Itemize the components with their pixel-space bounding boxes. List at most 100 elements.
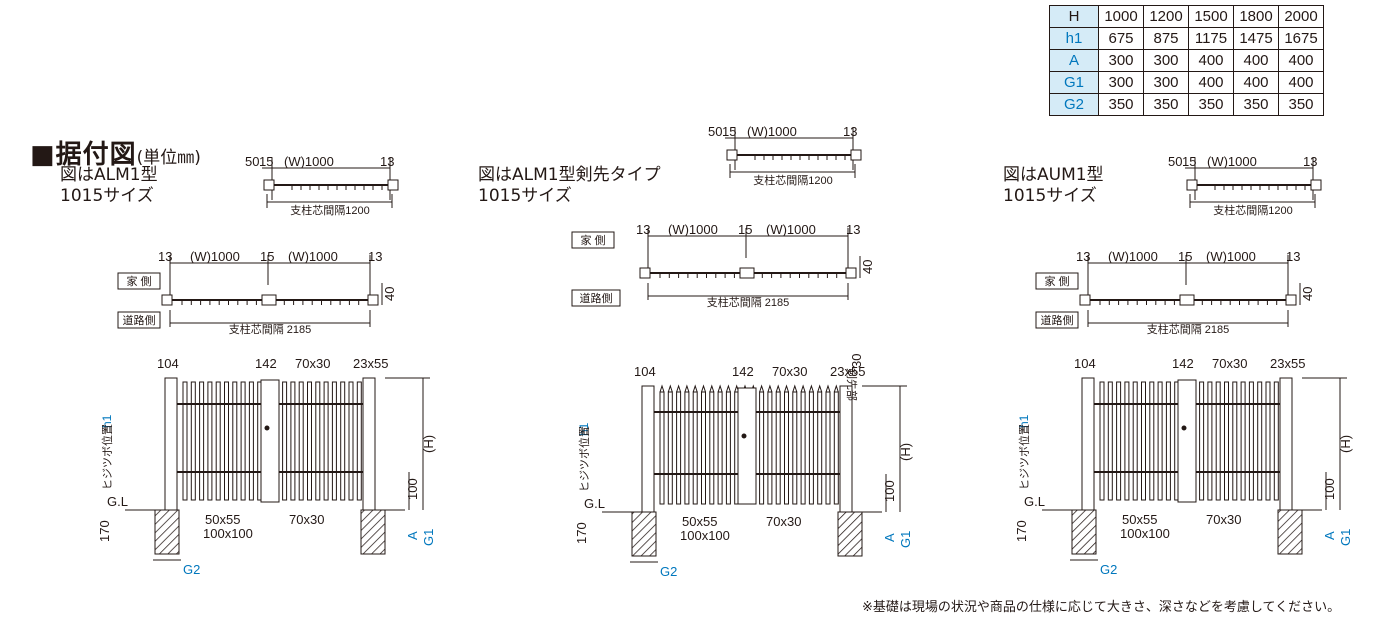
- dim-h1: h1: [1017, 414, 1031, 428]
- dim-13: 13: [636, 222, 650, 237]
- caption-right: 図はAUM1型 1015サイズ: [1003, 165, 1104, 207]
- gate-bar: [298, 381, 304, 501]
- gate-bar-spear: [667, 384, 673, 393]
- dim-h1: h1: [100, 414, 114, 428]
- gate-latch-stile: [260, 379, 280, 503]
- dim-170: 170: [574, 522, 589, 544]
- dim-70x30: 70x30: [295, 356, 330, 371]
- gate-bar: [684, 391, 690, 505]
- foundation-right: [837, 511, 863, 557]
- gate-latch-stile: [737, 387, 757, 505]
- dim-50x55: 50x55: [682, 514, 717, 529]
- gate-bar: [290, 381, 296, 501]
- gate-bar: [1141, 381, 1146, 501]
- dim-w1000: (W)1000: [288, 249, 338, 264]
- caption-left-model: 図はALM1型: [60, 165, 158, 185]
- table-cell: 1675: [1278, 27, 1324, 50]
- dim-100: 100: [882, 480, 897, 502]
- gate-bar: [1199, 381, 1205, 501]
- foundation-left: [631, 511, 657, 557]
- dim-70x30: 70x30: [772, 364, 807, 379]
- gate-bar-spear: [684, 384, 690, 393]
- gate-post: [639, 267, 651, 279]
- dim-40: 40: [1300, 287, 1315, 301]
- dim-50x55: 50x55: [205, 512, 240, 527]
- dim-h: (H): [421, 435, 436, 453]
- table-cell: 1500: [1188, 5, 1234, 28]
- gate-bar: [356, 381, 362, 501]
- gate-bar: [207, 381, 213, 501]
- gate-bar: [1099, 381, 1105, 501]
- dim-50: 50: [708, 124, 722, 139]
- gate-bar: [323, 381, 329, 501]
- gate-bar: [240, 381, 246, 501]
- caption-center-size: 1015サイズ: [478, 186, 572, 206]
- gate-bar: [659, 391, 665, 505]
- gate-bar: [775, 391, 781, 505]
- gate-bar: [1265, 381, 1271, 501]
- page-title-unit: (単位㎜): [136, 148, 201, 168]
- dim-h: (H): [1338, 435, 1353, 453]
- gate-latch-stile: [1177, 379, 1197, 503]
- gate-bar: [717, 391, 723, 505]
- label-road-side: 道路側: [580, 291, 613, 305]
- dim-142: 142: [732, 364, 754, 379]
- dim-100x100: 100x100: [203, 526, 253, 541]
- gate-bar-spear: [759, 384, 765, 393]
- dim-15: 15: [722, 124, 736, 139]
- dim-15: 15: [738, 222, 752, 237]
- dim-gl: G.L: [1024, 494, 1045, 509]
- footnote: ※基礎は現場の状況や商品の仕様に応じて大きさ、深さなどを考慮してください。: [862, 600, 1341, 615]
- dim-100: 100: [405, 478, 420, 500]
- gate-lock: [264, 425, 270, 431]
- gate-bar: [792, 391, 798, 505]
- dim-hinge-position: ヒジツボ位置: [1017, 424, 1031, 490]
- dim-w1000: (W)1000: [766, 222, 816, 237]
- dim-142: 142: [255, 356, 277, 371]
- table-cell: 875: [1143, 27, 1189, 50]
- gate-bar-spear: [817, 384, 823, 393]
- dim-13: 13: [368, 249, 382, 264]
- gate-post-left: [641, 385, 655, 513]
- gate-bar: [1273, 381, 1279, 501]
- gate-lock: [1181, 425, 1187, 431]
- table-row: h1 675 875 1175 1475 1675: [1049, 27, 1324, 50]
- gate-post: [1310, 179, 1322, 191]
- gate-bar: [692, 391, 698, 505]
- gate-post-left: [1081, 377, 1095, 511]
- gate-lock: [741, 433, 747, 439]
- table-cell: 300: [1143, 71, 1189, 94]
- dim-g2: G2: [660, 564, 677, 579]
- dim-100x100: 100x100: [680, 528, 730, 543]
- foundation-left: [1071, 509, 1097, 555]
- table-cell: 400: [1233, 49, 1279, 72]
- dimension-table: H 1000 1200 1500 1800 2000 h1 675 875 11…: [1049, 5, 1324, 116]
- label-road-side: 道路側: [123, 313, 156, 327]
- dim-h1: h1: [577, 422, 591, 436]
- gate-post-right: [839, 385, 853, 513]
- dim-a: A: [882, 533, 897, 542]
- dim-13: 13: [1076, 249, 1090, 264]
- dim-23x55: 23x55: [353, 356, 388, 371]
- page-title: ■据付図(単位㎜): [30, 134, 201, 171]
- dim-50: 50: [245, 154, 259, 169]
- gate-post: [1285, 294, 1297, 306]
- dim-g1: G1: [421, 529, 436, 546]
- label-house-side-box: [117, 272, 161, 290]
- dim-w1000: (W)1000: [1108, 249, 1158, 264]
- dim-g2: G2: [1100, 562, 1117, 577]
- dim-gl: G.L: [584, 496, 605, 511]
- table-cell: 300: [1098, 49, 1144, 72]
- dim-40: 40: [860, 260, 875, 274]
- table-cell: 400: [1233, 71, 1279, 94]
- gate-bar: [825, 391, 831, 505]
- dim-13: 13: [1286, 249, 1300, 264]
- dim-w1000: (W)1000: [1206, 249, 1256, 264]
- dim-pitch-2185: 支柱芯間隔 2185: [229, 322, 312, 336]
- dim-100: 100: [1322, 478, 1337, 500]
- gate-bar: [1157, 381, 1163, 501]
- dim-70x30: 70x30: [289, 512, 324, 527]
- gate-bar-spear: [792, 384, 798, 393]
- caption-right-size: 1015サイズ: [1003, 186, 1097, 206]
